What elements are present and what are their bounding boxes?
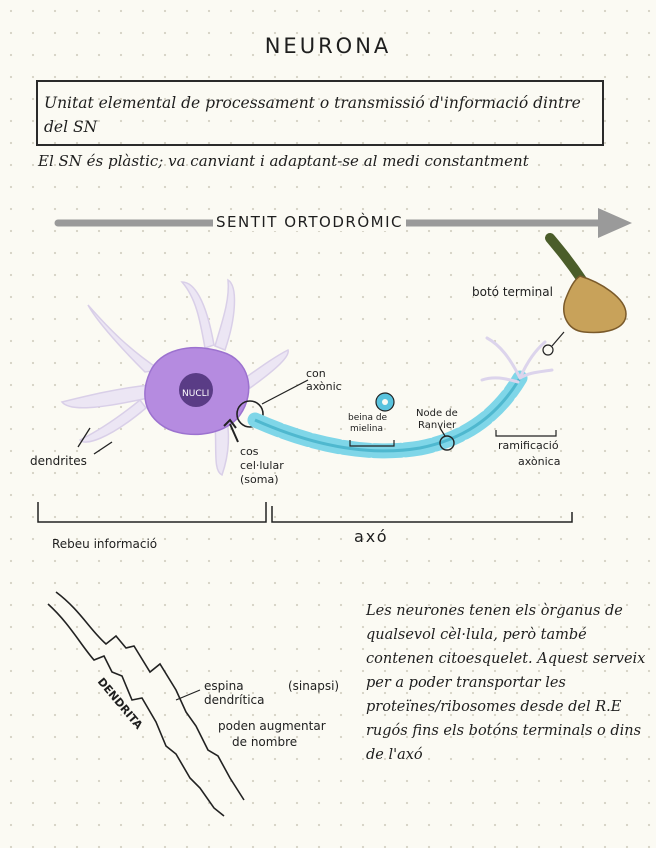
con-axonic-pointer	[262, 380, 308, 404]
soma-label-2: cel·lular	[240, 460, 284, 472]
ramificacio-bracket	[496, 430, 556, 436]
rebeu-label: Rebeu informació	[52, 538, 157, 550]
terminal-bouton-stem	[550, 238, 582, 280]
terminal-bouton-label: botó terminal	[472, 286, 553, 298]
direction-label: SENTIT ORTODRÒMIC	[213, 213, 406, 231]
dendrites-pointer-2	[94, 442, 112, 454]
direction-arrow-head	[598, 208, 632, 238]
plasticity-note: El SN és plàstic; va canviant i adaptant…	[38, 152, 529, 170]
soma-label-3: (soma)	[240, 474, 279, 486]
rebeu-bracket	[38, 502, 266, 522]
con-axonic-label-1: con	[306, 368, 326, 380]
dendrite-sketch-lower	[48, 604, 224, 816]
espina-pointer	[176, 690, 200, 700]
cytoskeleton-note: Les neurones tenen els òrganus de qualse…	[366, 599, 648, 767]
myelin-sheath-marker-inner	[382, 399, 388, 405]
ramificacio-label-1: ramificació	[498, 440, 559, 452]
axon-shape	[255, 378, 520, 451]
soma-label-1: cos	[240, 446, 259, 458]
espina-label-1: espina	[204, 680, 244, 692]
definition-box: Unitat elemental de processament o trans…	[36, 80, 604, 146]
dendrites-label: dendrites	[30, 455, 87, 467]
axo-bracket	[272, 506, 572, 522]
axo-label: axó	[354, 528, 389, 546]
terminal-bouton-pointer	[552, 332, 564, 346]
ranvier-label-1: Node de	[416, 408, 458, 420]
nucleus-label: NUCLI	[182, 388, 209, 400]
myelin-label-2: mielina	[350, 423, 383, 435]
poden-label-2: de nombre	[232, 736, 297, 748]
axon-terminal-branches	[482, 338, 552, 382]
sinapsi-label: (sinapsi)	[288, 680, 339, 692]
terminal-bouton-small-circle	[543, 345, 553, 355]
ranvier-label-2: Ranvier	[418, 420, 456, 432]
page-title: NEURONA	[0, 34, 656, 58]
terminal-bouton-shape	[564, 276, 626, 332]
con-axonic-label-2: axònic	[306, 381, 342, 393]
ramificacio-label-2: axònica	[518, 456, 560, 468]
poden-label-1: poden augmentar	[218, 720, 326, 732]
espina-label-2: dendrítica	[204, 694, 264, 706]
